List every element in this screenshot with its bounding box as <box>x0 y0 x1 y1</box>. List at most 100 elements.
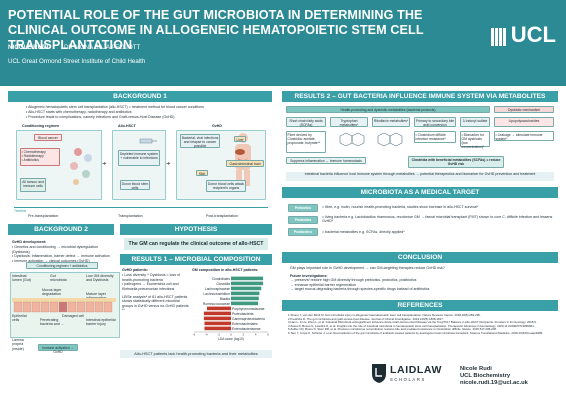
donor-tcells-node: Donor blood cells attack recipient's org… <box>206 180 246 192</box>
all-tumour-node: All tumour and immune cells <box>20 178 46 192</box>
lda-bar <box>231 296 259 301</box>
conditioning-box: Conditioning regimen + antibiotics <box>26 262 98 269</box>
lps-detail: • Leakage → stimulate immune system* <box>494 131 554 141</box>
lda-bar-chart: ClostridialesClostridiaLachnospiraceaeLa… <box>193 276 269 341</box>
background1-bullets: • Allogeneic hematopoietic stem cell tra… <box>26 105 266 120</box>
bullet: → enhance epithelial barrier regeneratio… <box>290 282 357 287</box>
postbiotics-text: = bacterial metabolites e.g. SCFAs, dire… <box>322 230 405 234</box>
skin-node: Skin <box>196 170 208 176</box>
lda-category-label: Porphyromonadaceae <box>232 307 265 311</box>
probiotics-text: = living bacteria e.g. Lactobacillus rha… <box>322 215 553 224</box>
prebiotics-label: Prebiotics <box>288 204 318 212</box>
scfa-detail: Fibre derived by Clostridia: acetate, pr… <box>286 131 326 153</box>
contact-block: Nicole Rudi UCL Biochemistry nicole.rudi… <box>460 366 528 388</box>
timeline-transplant: Transplantation <box>118 214 143 218</box>
lda-category-label: Lachnospiraceae <box>205 287 230 291</box>
results1-footer: Allo-HSCT patients lack health-promoting… <box>120 350 272 358</box>
bullet: • Dysbiosis: Inflammation, barrier defec… <box>12 254 110 259</box>
references-list: 1 Shono Y, van den Brink M. Gut microbio… <box>288 313 554 335</box>
lda-category-label: Ruminococcaceae <box>203 302 230 306</box>
lda-bar <box>231 301 259 306</box>
bacterial-node: Bacterial, viral infections and relapse … <box>180 134 220 148</box>
riboflavin-col: Riboflavin metabolites* <box>372 117 410 127</box>
institution: UCL Great Ormond Street Institute of Chi… <box>8 58 146 65</box>
lda-bar <box>231 276 264 281</box>
future-title: Future investigations: <box>290 274 328 278</box>
reference-item: 3 Han L, Jin H, Zhou L, et al. Intestina… <box>288 320 537 324</box>
gi-tract-node: Gastrointestinal tract <box>226 160 264 167</box>
syringe-icon <box>139 138 157 144</box>
laidlaw-name: LAIDLAW <box>390 364 443 376</box>
lda-category-label: Lachnoclostridium <box>203 292 230 296</box>
arrow-right-icon: ➜ <box>102 161 107 167</box>
lefse-text: LEfSe analysis* of 81 allo-HSCT patients… <box>122 295 189 313</box>
lda-bar <box>204 326 231 331</box>
conclusion-heading: CONCLUSION <box>282 252 558 263</box>
bullet: • Allogeneic hematopoietic stem cell tra… <box>26 105 204 109</box>
contact-email: nicole.rudi.19@ucl.ac.uk <box>460 380 528 387</box>
ucl-logo-text: UCL <box>510 22 556 47</box>
gut-microbiota-label: Gut microbiota <box>50 274 67 283</box>
results1-text: GvHD patients: • Loss diversity + Dysbio… <box>122 268 190 313</box>
gvhd-dev-title: GvHD development: <box>12 240 47 244</box>
reference-item: 6 Taur Y, Coyte K, Schluter J, et al. Re… <box>288 330 544 335</box>
lda-category-label: Proteobacteria <box>232 312 254 316</box>
gvhd-patients-title: GvHD patients: <box>122 268 148 272</box>
indoxyl-detail: • Biomarker for GM dysbiosis (low concen… <box>460 131 490 149</box>
references-heading: REFERENCES <box>282 300 558 311</box>
chart-title: GM composition in allo-HSCT patients: <box>192 268 259 272</box>
lda-bar <box>231 286 262 291</box>
liver-node: Liver <box>234 136 246 142</box>
results1-heading: RESULTS 1 – MICROBIAL COMPOSITION <box>120 254 272 265</box>
bullet: • Immune activation → clinical outcomes … <box>12 258 90 263</box>
laidlaw-sub: SCHOLARS <box>390 377 426 382</box>
reference-item: 5 Zeiffer CD, Bruno D, Stein RR, et al. … <box>288 327 497 331</box>
hypothesis-text: The GM can regulate the clinical outcome… <box>124 238 268 250</box>
bullet: • Procedure leads to complications, name… <box>26 115 175 119</box>
lda-tick-label: 0 <box>230 333 232 337</box>
lda-bar <box>206 306 231 311</box>
postbiotics-label: Postbiotics <box>288 228 318 236</box>
clostridia-box: Clostridia with beneficial metabolites (… <box>408 156 504 168</box>
lda-tick-label: 2 <box>243 333 245 337</box>
target-heading: MICROBIOTA AS A MEDICAL TARGET <box>282 187 558 198</box>
lda-category-label: Blautia <box>220 297 230 301</box>
contact-degree: UCL Biochemistry <box>460 373 511 380</box>
lda-bar <box>203 311 231 316</box>
lps-col: Lipopolysaccharides <box>494 117 554 127</box>
background2-heading: BACKGROUND 2 <box>8 224 114 235</box>
poster-title: POTENTIAL ROLE OF THE GUT MICROBIOTA IN … <box>8 8 424 52</box>
hypothesis-heading: HYPOTHESIS <box>120 224 272 235</box>
author-line: NICOLE RUDI DR MONA BAJAJ-ELLIOTT <box>8 44 154 51</box>
lda-bar <box>204 321 231 326</box>
ucl-logo: UCL <box>490 22 556 48</box>
probiotics-label: Probiotics <box>288 216 318 224</box>
laidlaw-logo: LAIDLAW SCHOLARS <box>370 358 448 390</box>
lda-bar <box>231 281 264 286</box>
lda-tick-label: -4 <box>205 333 208 337</box>
bile-detail: • Clostridium difficile infection resist… <box>414 131 456 143</box>
lda-category-label: Enterobacteriaceae <box>232 327 261 331</box>
barrier-label: Intestinal epithelial barrier injury <box>86 318 116 327</box>
lda-tick-label: -2 <box>217 333 220 337</box>
results2-heading: RESULTS 2 – GUT BACTERIA INFLUENCE IMMUN… <box>282 91 558 102</box>
bullet: → target mucus-degrading bacteria throug… <box>290 287 430 292</box>
tryptophan-col: Tryptophan metabolites* <box>330 117 368 127</box>
col-label-conditioning: Conditioning regimen <box>22 124 60 128</box>
lda-category-label: Gammaproteobacteria <box>232 317 265 321</box>
mucus-label: Mucus layer degradation <box>42 288 62 297</box>
blood-cancer-node: Blood cancer <box>34 134 62 141</box>
molecule-structures-icon <box>339 132 403 147</box>
supervisor-name: DR MONA BAJAJ-ELLIOTT <box>63 44 141 51</box>
lda-category-label: Clostridiales <box>212 277 230 281</box>
scfa-col: Short chain fatty acids (SCFAs) <box>286 117 326 127</box>
epithelium-illustration <box>12 298 116 313</box>
reference-item: 4 Zama D, Bossù G, Leardini D, et al. In… <box>288 323 535 328</box>
lamina-label: Lamina propria (inside) <box>12 338 24 351</box>
bullet: → preserve/ restore high GM diversity th… <box>290 278 417 283</box>
conclusion-line: GM plays important role in GvHD developm… <box>290 266 445 270</box>
immune-activation-box: Immune activation → GvHD <box>38 344 78 354</box>
background2-text: GvHD development: • Genetics and conditi… <box>12 240 116 263</box>
ucl-portico-icon <box>490 24 507 46</box>
lda-tick-label: -6 <box>193 333 196 337</box>
